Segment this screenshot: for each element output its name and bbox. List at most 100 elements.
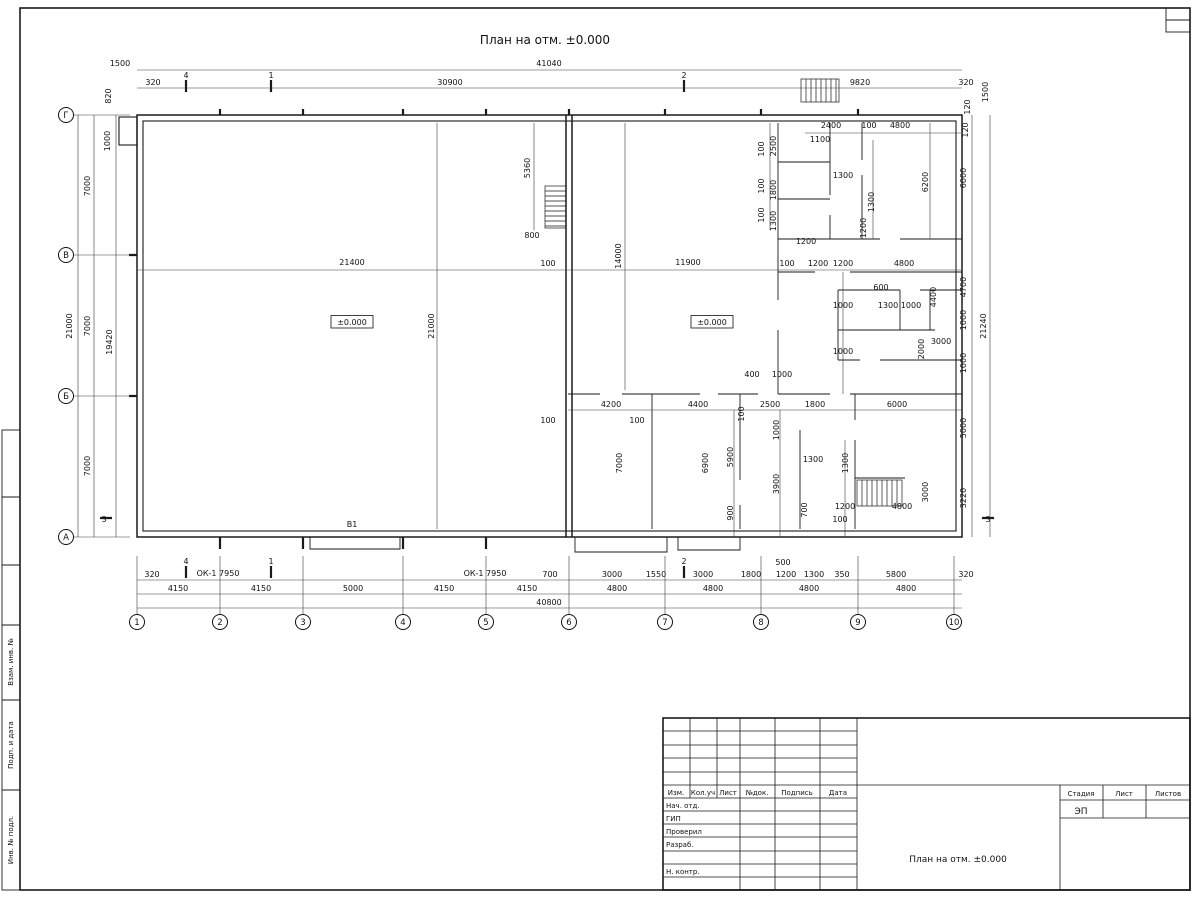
grid-axis-label: 8	[758, 618, 763, 628]
dimension-label: 1500	[110, 59, 130, 68]
dimension-label: 120	[961, 122, 970, 137]
dimension-label: 2500	[760, 400, 780, 409]
dimension-label: 1200	[776, 570, 796, 579]
dimension-label: 19420	[105, 329, 114, 354]
section-mark: 3	[985, 515, 990, 524]
stair-interior	[544, 185, 567, 229]
dimension-label: 320	[145, 78, 160, 87]
dimension-label: 4200	[601, 400, 621, 409]
grid-axis-label: 7	[662, 618, 667, 628]
section-mark: 1	[268, 71, 273, 80]
dimension-label: 1800	[741, 570, 761, 579]
equipment-label: В1	[347, 520, 358, 529]
stamp-role-row: Нач. отд.	[666, 802, 700, 810]
section-mark: 1	[268, 557, 273, 566]
section-mark: 4	[183, 71, 188, 80]
dimension-label: 1300	[804, 570, 824, 579]
dimension-label: 400	[744, 370, 759, 379]
dimension-label: 5000	[959, 418, 968, 438]
dimension-label: 9820	[850, 78, 870, 87]
dimension-label: 40800	[536, 598, 561, 607]
grid-axis-label: 3	[300, 618, 305, 628]
dimension-label: 1000	[772, 370, 792, 379]
dimension-label: 1300	[867, 192, 876, 212]
dimension-label: 900	[726, 505, 735, 520]
dimension-label: 21240	[979, 313, 988, 338]
dimension-label: 4150	[168, 584, 188, 593]
dimension-label: 41040	[536, 59, 561, 68]
frame-corner-cell	[1165, 7, 1191, 21]
stamp-col-header: Кол.уч	[691, 789, 715, 797]
stamp-col-header: Лист	[719, 789, 737, 797]
dimension-label: 21000	[65, 313, 74, 338]
level-mark: ±0.000	[697, 318, 727, 327]
stamp-sheets-label: Листов	[1155, 790, 1181, 798]
dimension-label: 100	[737, 406, 746, 421]
dimension-label: 6000	[959, 168, 968, 188]
dimension-label: 100	[540, 416, 555, 425]
frame-corner-cell	[1165, 19, 1191, 33]
dimension-label: 11900	[675, 258, 700, 267]
dimension-label: 3000	[693, 570, 713, 579]
grid-axis-label: 1	[134, 618, 139, 628]
stamp-col-header: №док.	[746, 789, 769, 797]
dimension-label: 4800	[799, 584, 819, 593]
dimension-label: 1300	[833, 171, 853, 180]
grid-axis-bubble	[295, 614, 311, 630]
title-block: Изм. Кол.уч Лист №док. Подпись Дата Нач.…	[662, 717, 1191, 891]
dimension-label: 100	[757, 178, 766, 193]
dimension-label: 820	[104, 88, 113, 103]
dimension-label: 1000	[833, 347, 853, 356]
dimension-label: 1200	[859, 218, 868, 238]
floor-plan-walls	[100, 80, 994, 578]
dimension-label: 700	[800, 502, 809, 517]
grid-axis-bubble	[129, 614, 145, 630]
dimension-label: 21400	[339, 258, 364, 267]
dimension-label: 1200	[796, 237, 816, 246]
grid-axis-bubble	[58, 247, 74, 263]
dimension-label: 7000	[615, 453, 624, 473]
dimension-label: 7000	[83, 316, 92, 336]
dimension-label: 320	[144, 570, 159, 579]
dimension-label: 100	[540, 259, 555, 268]
dimension-label: 1000	[833, 301, 853, 310]
dimension-label: 1300	[841, 453, 850, 473]
dimension-label: 1300	[878, 301, 898, 310]
dimension-label: 4800	[703, 584, 723, 593]
dimension-label: 4800	[890, 121, 910, 130]
grid-axis-bubble	[395, 614, 411, 630]
grid-axis-bubble	[946, 614, 962, 630]
stairs	[544, 78, 903, 507]
dimension-label: 600	[873, 283, 888, 292]
grid-axis-bubble	[657, 614, 673, 630]
dimension-label: 1800	[769, 180, 778, 200]
dimension-label: 100	[861, 121, 876, 130]
grid-axis-label: Г	[63, 111, 68, 121]
dimension-label: 21000	[427, 313, 436, 338]
dimension-label: 30900	[437, 78, 462, 87]
dimension-label: 100	[779, 259, 794, 268]
section-mark: 2	[681, 71, 686, 80]
dimension-label: 6900	[701, 453, 710, 473]
section-mark: 4	[183, 557, 188, 566]
grid-axis-bubble	[58, 529, 74, 545]
grid-axis-bubble	[753, 614, 769, 630]
dimension-label: 1000	[901, 301, 921, 310]
pilaster	[118, 116, 138, 146]
dimension-label: 6200	[921, 172, 930, 192]
dimension-label: 1000	[103, 131, 112, 151]
dimension-label: 1100	[810, 135, 830, 144]
section-mark: 3	[101, 515, 106, 524]
dimension-label: 100	[757, 207, 766, 222]
dimension-label: 1500	[981, 82, 990, 102]
grid-axis-label: 6	[566, 618, 571, 628]
dimension-label: 14000	[614, 243, 623, 268]
dimension-label: 100	[757, 141, 766, 156]
dimension-label: 1000	[772, 420, 781, 440]
dimension-label: 6000	[887, 400, 907, 409]
dimension-label: 5000	[343, 584, 363, 593]
dimension-label: 800	[524, 231, 539, 240]
